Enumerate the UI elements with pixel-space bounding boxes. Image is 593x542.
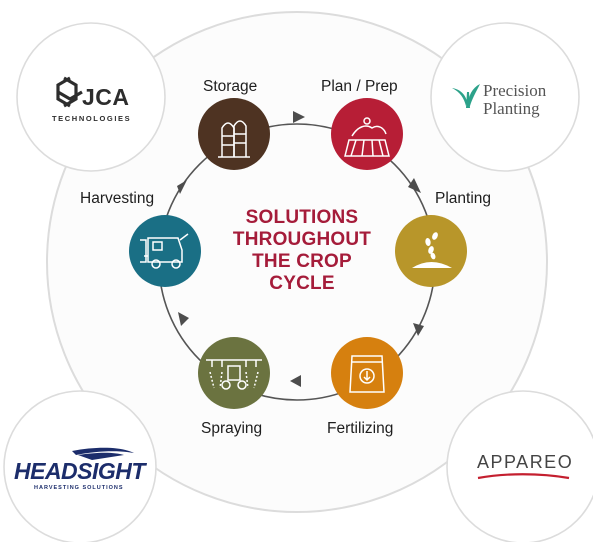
center-title-line-3: THE CROP [252,251,352,272]
silo-icon [218,120,250,158]
seed-icon [412,232,452,268]
logo-bubble-precision [430,22,580,172]
combine-icon [140,233,189,269]
arrow-storage-to-plan [293,111,305,123]
jca-logo-name: JCA [82,84,130,110]
arrow-plan-to-planting [408,178,421,193]
logo-bubble-appareo [446,390,593,542]
arrow-spraying-to-harvesting [178,312,189,326]
field-icon [344,117,390,157]
arrow-harvesting-to-storage [177,180,187,194]
stage-plan-prep [331,98,403,170]
appareo-underline [477,473,570,480]
outer-ring [46,11,548,513]
center-title: SOLUTIONS THROUGHOUT THE CROP CYCLE [196,207,408,295]
fertilizer-bag-icon [349,355,385,393]
label-harvesting: Harvesting [80,190,155,207]
logo-bubble-headsight [3,390,157,542]
stage-harvesting [129,215,201,287]
headsight-swoosh-icon [72,447,134,460]
arrow-planting-to-fertilizing [413,323,424,336]
center-title-line-2: THROUGHOUT [232,229,372,250]
jca-logo-mark [56,76,83,108]
precision-logo-line-2: Planting [483,99,540,118]
precision-leaf-icon [452,84,480,108]
cycle-arrows [177,111,424,387]
precision-logo-line-1: Precision [483,81,547,100]
logo-bubble-jca [16,22,166,172]
stage-fertilizing [331,337,403,409]
sprayer-icon [206,359,262,390]
appareo-logo: APPAREO [477,452,574,472]
jca-logo-sub: TECHNOLOGIES [52,114,132,123]
label-storage: Storage [203,78,258,95]
arrow-fertilizing-to-spraying [290,375,301,387]
label-spraying: Spraying [201,420,263,437]
precision-planting-logo: Precision Planting [483,82,546,118]
stage-storage [198,98,270,170]
label-plan-prep: Plan / Prep [321,78,398,95]
headsight-logo: HEADSIGHT [14,458,145,484]
jca-logo: JCA [82,84,130,111]
center-title-line-1: SOLUTIONS [245,207,359,228]
stage-spraying [198,337,270,409]
center-title-line-4: CYCLE [269,273,335,294]
stage-planting [395,215,467,287]
label-fertilizing: Fertilizing [327,420,394,437]
headsight-logo-sub: HARVESTING SOLUTIONS [34,485,124,491]
label-planting: Planting [435,190,492,207]
